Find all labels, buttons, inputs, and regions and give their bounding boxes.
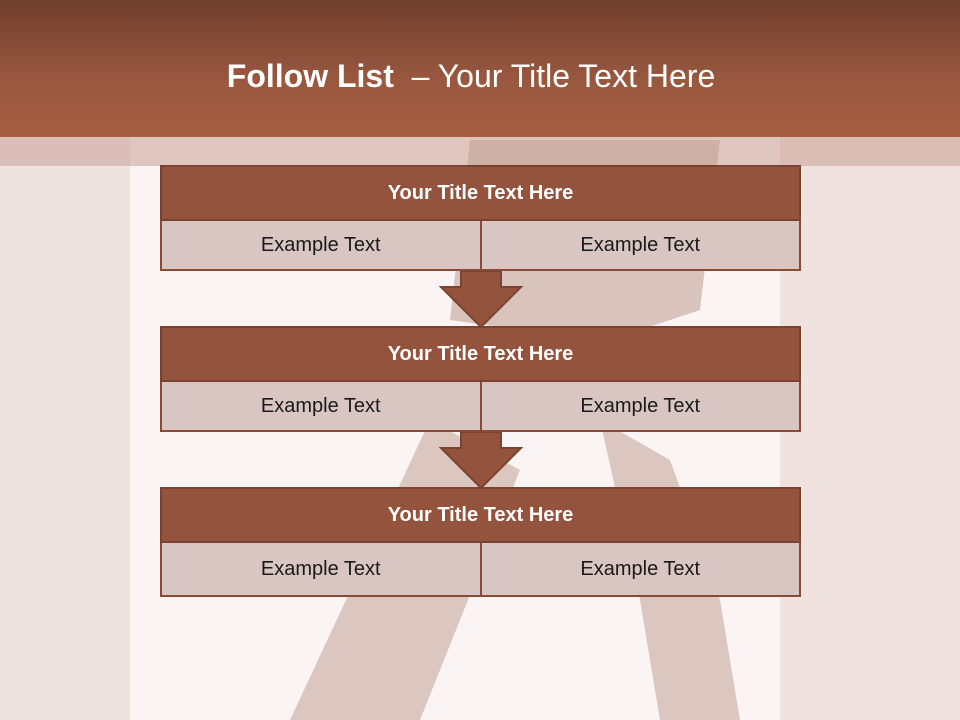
flow-block-row: Example Text Example Text xyxy=(160,382,801,432)
flow-block-row: Example Text Example Text xyxy=(160,221,801,271)
flow-block-title: Your Title Text Here xyxy=(160,326,801,382)
header-band xyxy=(0,137,960,166)
flow-block-1: Your Title Text Here Example Text Exampl… xyxy=(160,165,801,271)
flow-block-cell-right: Example Text xyxy=(481,221,801,271)
down-arrow-icon xyxy=(438,432,524,490)
flow-block-cell-right: Example Text xyxy=(481,543,801,597)
slide-title-bold: Follow List xyxy=(226,58,394,94)
title-bar xyxy=(0,0,960,137)
flow-block-title: Your Title Text Here xyxy=(160,165,801,221)
flow-block-cell-left: Example Text xyxy=(160,543,482,597)
flow-block-3: Your Title Text Here Example Text Exampl… xyxy=(160,487,801,597)
flow-block-cell-left: Example Text xyxy=(160,382,482,432)
down-arrow-icon xyxy=(438,271,524,329)
flow-block-title: Your Title Text Here xyxy=(160,487,801,543)
flow-block-row: Example Text Example Text xyxy=(160,543,801,597)
flow-block-2: Your Title Text Here Example Text Exampl… xyxy=(160,326,801,432)
slide-title: Follow List – Your Title Text Here xyxy=(0,56,942,96)
slide-title-rest: – Your Title Text Here xyxy=(411,58,716,94)
flow-block-cell-left: Example Text xyxy=(160,221,482,271)
flow-block-cell-right: Example Text xyxy=(481,382,801,432)
